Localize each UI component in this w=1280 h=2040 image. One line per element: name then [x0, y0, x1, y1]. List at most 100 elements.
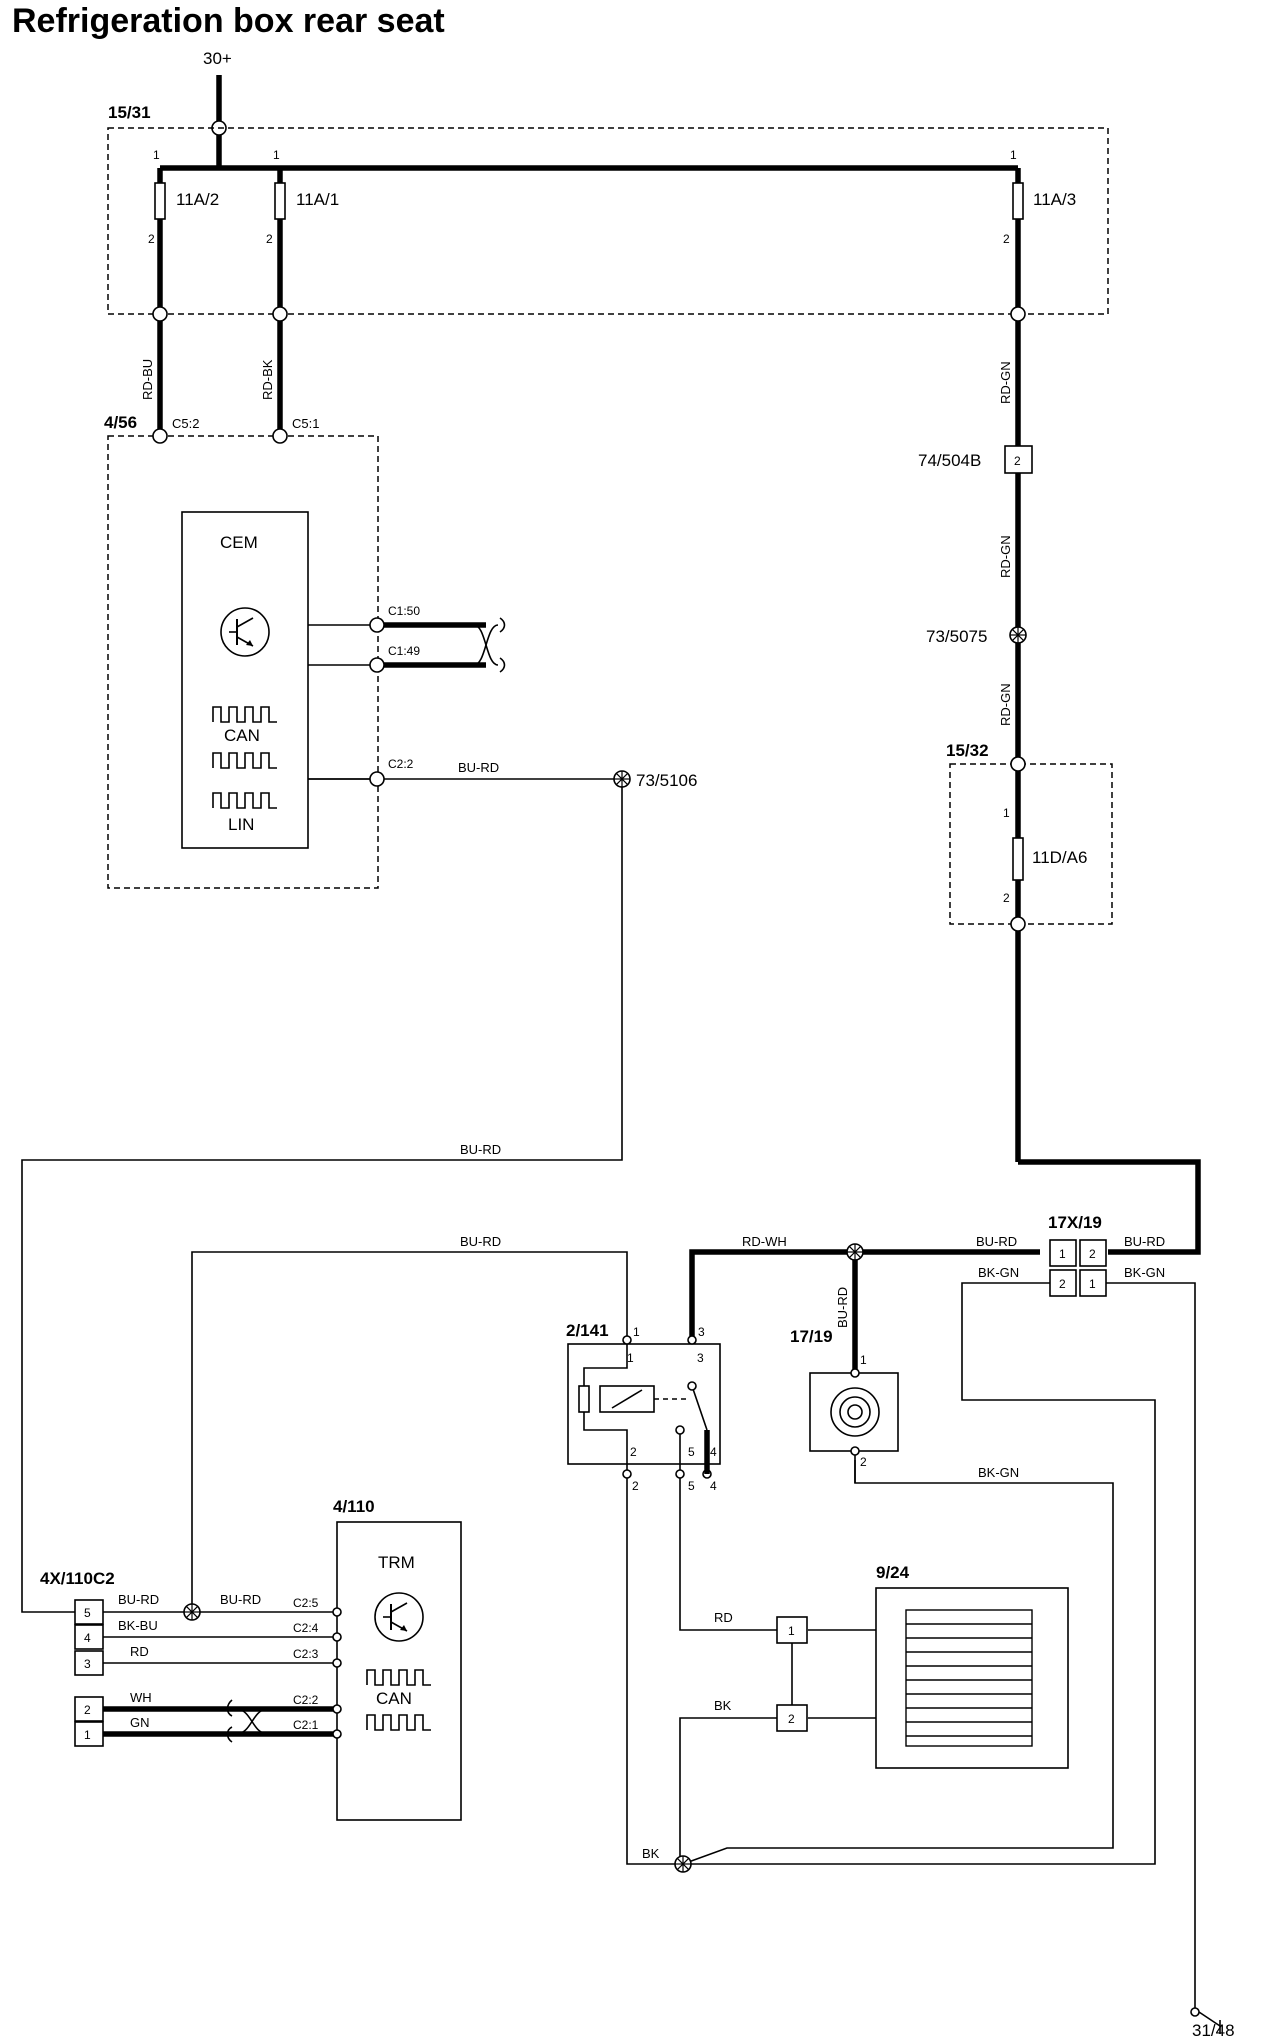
wire-label: BK-GN — [1124, 1265, 1165, 1280]
cem-lin-label: LIN — [228, 815, 254, 834]
trm-can-label: CAN — [376, 1689, 412, 1708]
cem-name: CEM — [220, 533, 258, 552]
fan-id: 9/24 — [876, 1563, 910, 1582]
cem-id: 4/56 — [104, 413, 137, 432]
node — [1010, 916, 1026, 932]
svg-text:1: 1 — [1010, 148, 1017, 162]
svg-text:C2:1: C2:1 — [293, 1718, 319, 1732]
wire-label: BU-RD — [1124, 1234, 1165, 1249]
wire-label: BU-RD — [460, 1234, 501, 1249]
svg-text:5: 5 — [688, 1445, 695, 1459]
wire-label: BU-RD — [118, 1592, 159, 1607]
wire-label: RD-BK — [260, 359, 275, 400]
relay-coil — [578, 1344, 708, 1474]
connector-17x19-id: 17X/19 — [1048, 1213, 1102, 1232]
svg-text:1: 1 — [627, 1351, 634, 1365]
svg-text:2: 2 — [860, 1455, 867, 1469]
svg-text:C2:4: C2:4 — [293, 1621, 319, 1635]
splice-5075 — [1009, 626, 1027, 644]
svg-text:4: 4 — [84, 1631, 91, 1645]
node — [272, 306, 288, 322]
connector-4x110c2-id: 4X/110C2 — [40, 1569, 115, 1588]
twisted-pair-symbol — [473, 617, 506, 673]
wire-label: BU-RD — [835, 1287, 850, 1328]
node — [369, 771, 385, 787]
wire-label: BK — [714, 1698, 732, 1713]
trm-name: TRM — [378, 1553, 415, 1572]
node — [369, 617, 385, 633]
wire-label: BU-RD — [458, 760, 499, 775]
node — [1010, 756, 1026, 772]
svg-text:2: 2 — [1059, 1277, 1066, 1291]
svg-text:2: 2 — [1003, 891, 1010, 905]
heavy-wires — [93, 75, 1201, 1737]
fuse-11a3: 1 2 11A/3 — [1003, 148, 1076, 246]
svg-text:2: 2 — [84, 1703, 91, 1717]
wire-label: BK-BU — [118, 1618, 158, 1633]
svg-text:C2:3: C2:3 — [293, 1647, 319, 1661]
wire-label: BK-GN — [978, 1265, 1019, 1280]
svg-text:C2:2: C2:2 — [293, 1693, 319, 1707]
svg-text:C1:50: C1:50 — [388, 604, 420, 618]
relay-id: 2/141 — [566, 1321, 609, 1340]
svg-text:3: 3 — [697, 1351, 704, 1365]
fusebox-main-outline — [107, 127, 1109, 315]
svg-text:3: 3 — [698, 1325, 705, 1339]
svg-text:2: 2 — [1003, 232, 1010, 246]
svg-text:1: 1 — [633, 1325, 640, 1339]
svg-text:2: 2 — [1014, 454, 1021, 468]
socket-body — [809, 1372, 899, 1452]
transistor-icon — [220, 607, 270, 657]
svg-text:C5:2: C5:2 — [172, 416, 199, 431]
fusebox-rear-id: 15/32 — [946, 741, 989, 760]
fuse-11da6 — [1012, 837, 1024, 881]
trm-id: 4/110 — [333, 1497, 375, 1516]
wire-label: RD-GN — [998, 683, 1013, 726]
fuse-11a1: 1 2 11A/1 — [266, 148, 339, 246]
trm-module — [336, 1521, 462, 1821]
svg-text:1: 1 — [1059, 1247, 1066, 1261]
wire-label: RD-BU — [140, 359, 155, 400]
cem-module — [181, 511, 309, 849]
wire-label: BK-GN — [978, 1465, 1019, 1480]
ground-symbol — [1190, 2007, 1221, 2034]
splice-5106-label: 73/5106 — [636, 771, 697, 790]
splice-5106 — [613, 770, 631, 788]
connector-504b-label: 74/504B — [918, 451, 981, 470]
fuse-11da6-label: 11D/A6 — [1032, 848, 1087, 867]
splice-rd-wh — [846, 1243, 864, 1261]
lin-signal-icon — [212, 792, 277, 809]
svg-text:C2:2: C2:2 — [388, 757, 414, 771]
transistor-icon — [374, 1592, 424, 1642]
node — [1010, 306, 1026, 322]
connector-4x110c2: 5 4 3 2 1 — [74, 1599, 104, 1747]
svg-text:1: 1 — [84, 1728, 91, 1742]
svg-text:C2:5: C2:5 — [293, 1596, 319, 1610]
wire-label: RD-GN — [998, 361, 1013, 404]
svg-text:4: 4 — [710, 1479, 717, 1493]
wire-label: BU-RD — [460, 1142, 501, 1157]
svg-text:1: 1 — [273, 148, 280, 162]
splice-5075-label: 73/5075 — [926, 627, 987, 646]
svg-text:C5:1: C5:1 — [292, 416, 319, 431]
wire-label: BU-RD — [976, 1234, 1017, 1249]
svg-text:2: 2 — [630, 1445, 637, 1459]
wire-label: RD-GN — [998, 535, 1013, 578]
svg-text:C1:49: C1:49 — [388, 644, 420, 658]
fuse-11a1-label: 11A/1 — [296, 190, 339, 209]
splice-trm — [183, 1603, 201, 1621]
can-signal-icon — [366, 1669, 431, 1731]
connector-504b — [1004, 445, 1033, 474]
svg-text:1: 1 — [1089, 1277, 1096, 1291]
wire-label: BK — [642, 1846, 660, 1861]
svg-text:1: 1 — [860, 1353, 867, 1367]
fusebox-main-id: 15/31 — [108, 103, 151, 122]
cem-can-label: CAN — [224, 726, 260, 745]
svg-text:2: 2 — [148, 232, 155, 246]
socket-icon — [830, 1387, 880, 1437]
svg-text:4: 4 — [710, 1445, 717, 1459]
fuse-11a2: 1 2 11A/2 — [148, 148, 219, 246]
can-signal-icon — [212, 706, 277, 769]
wire-label: RD-WH — [742, 1234, 787, 1249]
